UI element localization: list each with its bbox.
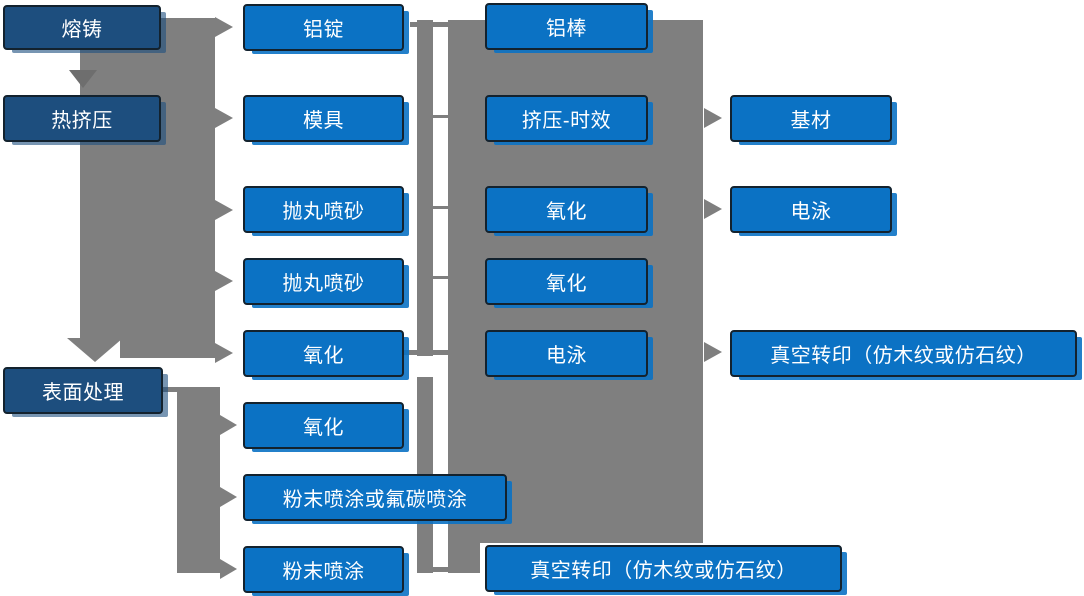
band1-bottom-strip	[120, 340, 215, 358]
tie-aluminum-rod-row	[410, 22, 448, 27]
arrowhead-to-oxidation-1	[215, 343, 233, 363]
node-aluminum-rod: 铝棒	[485, 3, 648, 50]
node-hot-extrusion: 热挤压	[3, 95, 161, 142]
arrowhead-to-shot-blasting-2	[215, 271, 233, 291]
band2-vertical	[177, 387, 220, 573]
arrowhead-to-powder-or-fluorocarbon	[220, 487, 237, 507]
node-electrophoresis-1: 电泳	[485, 330, 648, 377]
node-oxidation-1: 氧化	[243, 330, 404, 377]
node-vacuum-transfer-1: 真空转印（仿木纹或仿石纹）	[485, 545, 842, 592]
node-substrate: 基材	[730, 95, 892, 142]
node-vacuum-transfer-2: 真空转印（仿木纹或仿石纹）	[730, 330, 1077, 377]
arrowhead-to-substrate	[704, 108, 722, 128]
node-mold: 模具	[243, 95, 404, 142]
down-arrowhead-to-surface-treatment	[67, 338, 123, 362]
arrowhead-to-mold	[215, 108, 233, 128]
down-arrowhead-to-hot-extrusion	[69, 70, 97, 88]
tie-electrophoresis-row	[404, 350, 448, 355]
process-block-extension	[448, 543, 480, 573]
arrowhead-to-powder-coating	[220, 559, 237, 579]
arrowhead-to-oxidation-2	[220, 415, 237, 435]
node-electrophoresis-2: 电泳	[730, 186, 892, 233]
surface-treatment-link	[161, 387, 177, 392]
arrowhead-to-vacuum-transfer-2	[704, 342, 722, 362]
node-shot-blasting-2: 抛丸喷砂	[243, 258, 404, 305]
node-oxidation-3: 氧化	[485, 186, 648, 233]
arrowhead-to-shot-blasting-1	[215, 200, 233, 220]
tie-oxidation-3-row	[432, 206, 448, 209]
node-oxidation-4: 氧化	[485, 258, 648, 305]
tie-vacuum-transfer-row	[432, 567, 448, 572]
rail1-vertical	[417, 20, 433, 356]
node-extrusion-aging: 挤压-时效	[485, 95, 648, 142]
node-powder-or-fluorocarbon: 粉末喷涂或氟碳喷涂	[243, 474, 507, 521]
node-surface-treatment: 表面处理	[3, 367, 163, 414]
arrowhead-to-electrophoresis-2	[704, 199, 722, 219]
node-oxidation-2: 氧化	[243, 402, 404, 449]
band1-vertical	[80, 18, 215, 340]
tie-extrusion-aging-row	[432, 115, 448, 118]
node-shot-blasting-1: 抛丸喷砂	[243, 186, 404, 233]
arrowhead-to-aluminum-ingot	[215, 17, 233, 37]
node-aluminum-ingot: 铝锭	[243, 4, 404, 51]
node-powder-coating: 粉末喷涂	[243, 546, 404, 593]
node-melting-casting: 熔铸	[3, 5, 161, 50]
tie-oxidation-4-row	[432, 276, 448, 279]
